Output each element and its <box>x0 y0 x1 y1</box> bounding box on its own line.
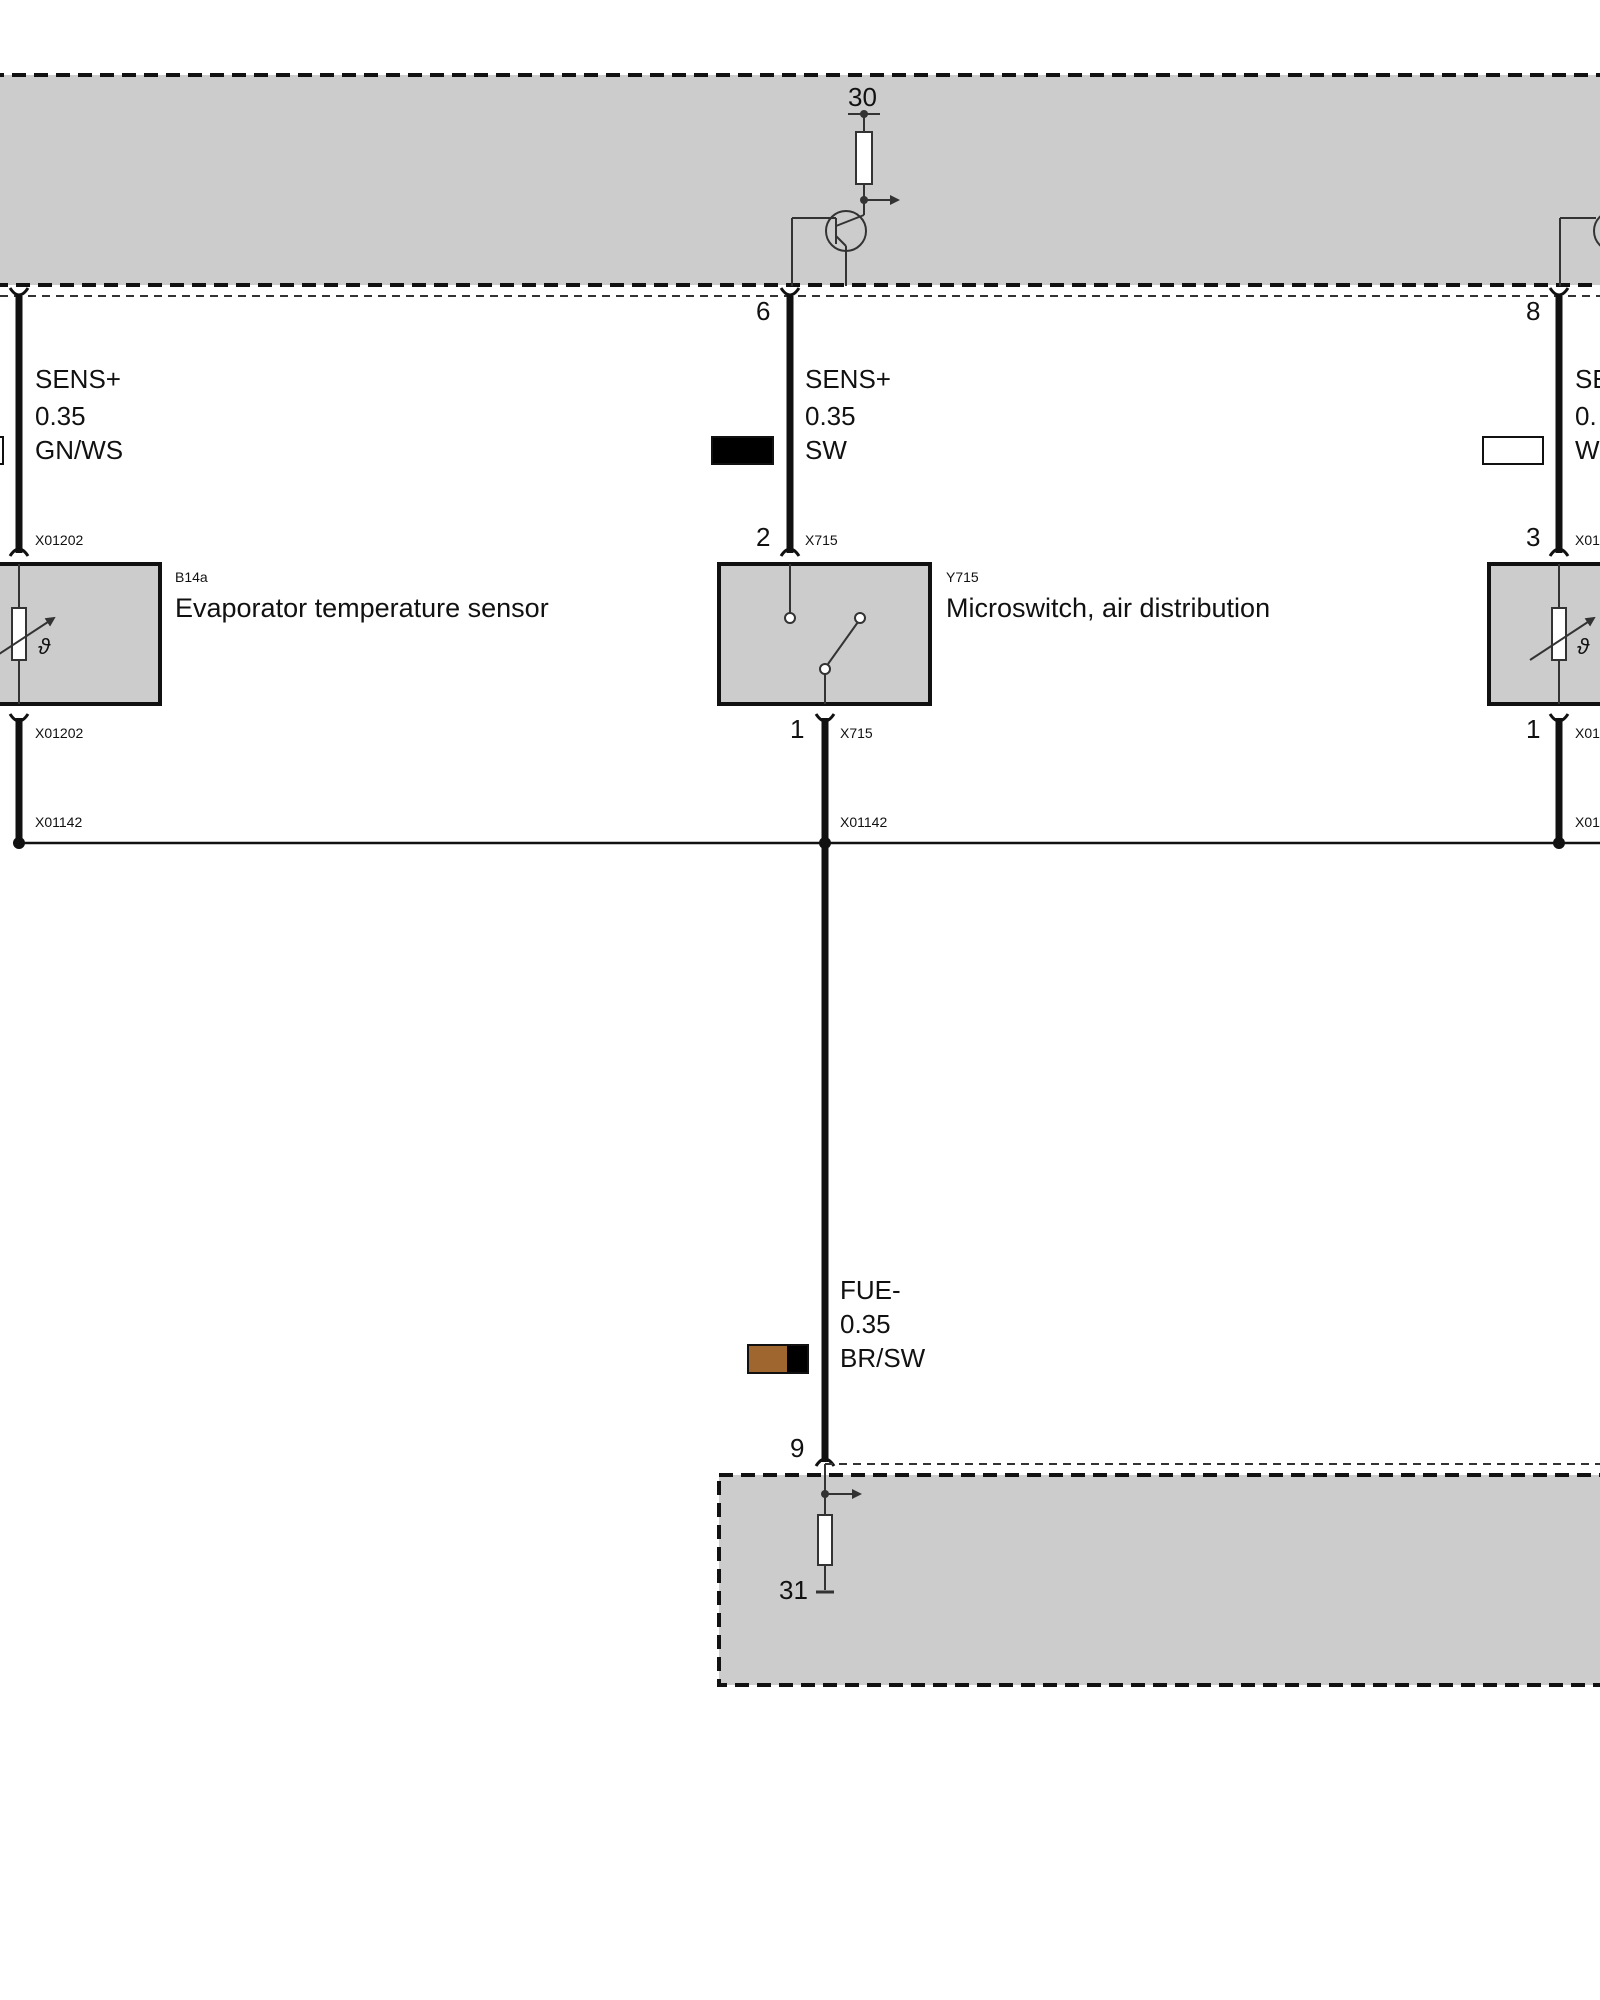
svg-text:BR/SW: BR/SW <box>840 1343 926 1373</box>
pin-right-top: 3 <box>1526 522 1540 552</box>
wire-color-swatch <box>1482 436 1544 465</box>
component-y715: Y715 Microswitch, air distribution <box>717 562 1270 706</box>
component-b14a: ϑ B14a Evaporator temperature sensor <box>0 562 549 706</box>
pin-y715-bottom: 1 <box>790 714 804 744</box>
wire-left-label: SENS+ 0.35 GN/WS <box>0 364 123 465</box>
supply-terminal-label: 30 <box>848 82 877 112</box>
wire-right-label: SE 0. W <box>1482 364 1600 465</box>
connector-left-top: X01202 <box>35 532 83 548</box>
svg-text:0.35: 0.35 <box>840 1309 891 1339</box>
b14a-id: B14a <box>175 569 208 585</box>
connector-mid-top: X715 <box>805 532 838 548</box>
wire-color-swatch <box>0 436 4 465</box>
transistor-icon <box>1559 215 1600 286</box>
right-sensor-box <box>1487 562 1600 706</box>
pin-b14a-top: 2 <box>756 522 770 552</box>
svg-text:SW: SW <box>805 435 847 465</box>
top-control-module: 30 <box>0 73 1600 297</box>
connector-left-bottom: X01202 <box>35 725 83 741</box>
svg-text:ϑ: ϑ <box>1577 634 1590 659</box>
pin-bottom-module: 9 <box>790 1433 804 1463</box>
b14a-name: Evaporator temperature sensor <box>175 593 549 623</box>
pin-right-bottom: 1 <box>1526 714 1540 744</box>
svg-text:ϑ: ϑ <box>38 634 51 659</box>
connector-mid-bottom: X715 <box>840 725 873 741</box>
pin-top-left: 6 <box>756 296 770 326</box>
svg-text:0.35: 0.35 <box>805 401 856 431</box>
resistor-icon <box>817 1514 833 1566</box>
svg-text:W: W <box>1575 435 1600 465</box>
connector-right-bottom: X01 <box>1575 725 1600 741</box>
wire-return-label: FUE- 0.35 BR/SW <box>747 1275 926 1374</box>
top-module-box <box>0 73 1600 287</box>
wire-middle-label: SENS+ 0.35 SW <box>711 364 891 465</box>
svg-text:GN/WS: GN/WS <box>35 435 123 465</box>
wires <box>8 287 1570 1467</box>
resistor-icon <box>855 131 873 185</box>
svg-text:SENS+: SENS+ <box>35 364 121 394</box>
ground-terminal-label: 31 <box>779 1575 808 1605</box>
connector-left-splice: X01142 <box>35 814 82 830</box>
svg-text:0.: 0. <box>1575 401 1597 431</box>
splice-bus <box>13 837 1600 849</box>
y715-name: Microswitch, air distribution <box>946 593 1270 623</box>
switch-icon <box>784 564 866 704</box>
connector-mid-splice: X01142 <box>840 814 887 830</box>
thermistor-icon: ϑ <box>0 564 56 704</box>
connector-right-top: X01 <box>1575 532 1600 548</box>
transistor-icon <box>791 210 867 286</box>
component-right-sensor: ϑ <box>1487 562 1600 706</box>
bottom-module-box <box>717 1473 1600 1687</box>
svg-text:SE: SE <box>1575 364 1600 394</box>
thermistor-icon: ϑ <box>1529 564 1596 704</box>
connector-right-splice: X01 <box>1575 814 1600 830</box>
svg-text:SENS+: SENS+ <box>805 364 891 394</box>
y715-id: Y715 <box>946 569 979 585</box>
wire-color-swatch <box>711 436 774 465</box>
pin-top-right: 8 <box>1526 296 1540 326</box>
bottom-control-module: 31 <box>717 1463 1600 1687</box>
svg-text:FUE-: FUE- <box>840 1275 901 1305</box>
svg-text:0.35: 0.35 <box>35 401 86 431</box>
